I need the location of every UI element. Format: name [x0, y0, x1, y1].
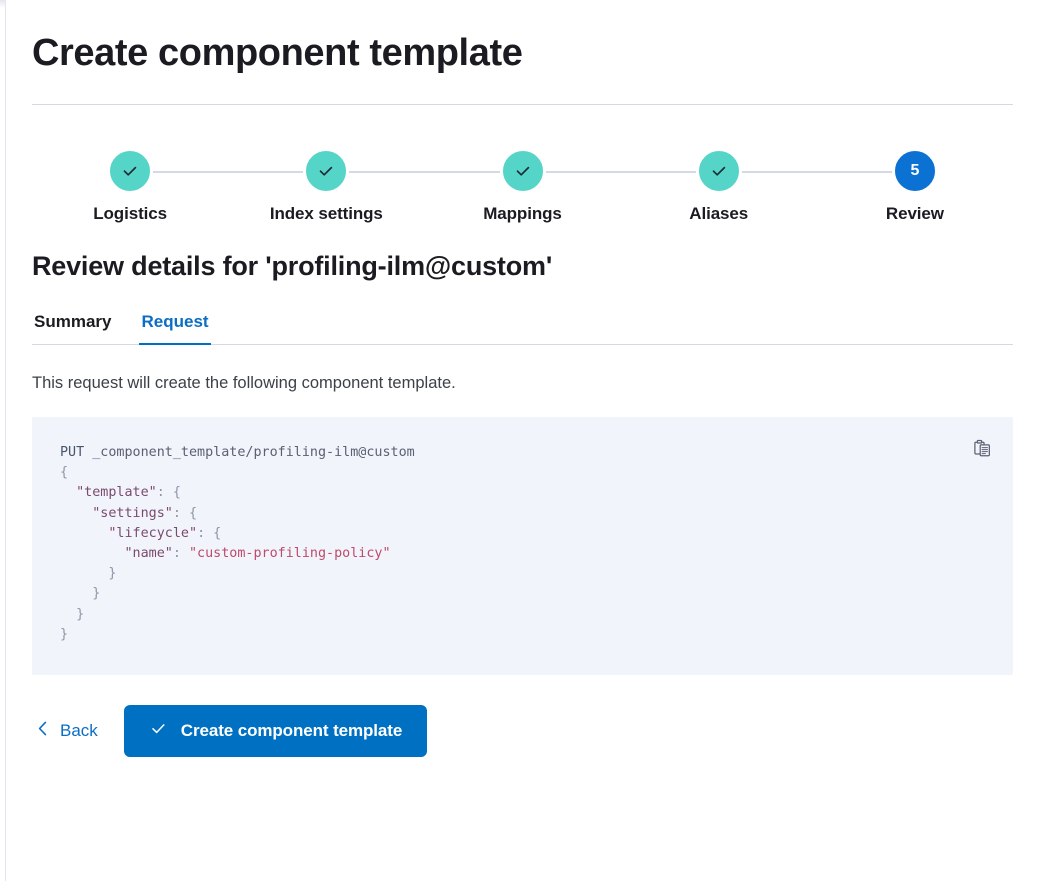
step-label: Mappings [483, 204, 562, 223]
wizard-step-logistics[interactable]: Logistics [32, 148, 229, 224]
code-http-method: PUT [60, 445, 85, 460]
step-circle-complete[interactable] [499, 148, 546, 194]
step-label: Index settings [269, 204, 383, 223]
step-label: Logistics [93, 204, 167, 223]
step-connector-left [620, 171, 719, 173]
clipboard-icon [973, 439, 992, 461]
header-divider [32, 104, 1013, 105]
check-icon [149, 719, 168, 743]
step-circle-current[interactable]: 5 [891, 148, 938, 194]
wizard-step-aliases[interactable]: Aliases [620, 148, 817, 224]
request-description: This request will create the following c… [32, 374, 456, 392]
review-heading: Review details for 'profiling-ilm@custom… [32, 251, 553, 281]
review-tabs: Summary Request [32, 308, 1013, 345]
step-connector-left [816, 171, 915, 173]
check-icon [316, 161, 336, 181]
code-key-name: "name" [124, 546, 173, 562]
back-button-label: Back [60, 721, 98, 741]
step-circle-complete[interactable] [695, 148, 742, 194]
code-request-path: _component_template/profiling-ilm@custom [92, 445, 415, 460]
step-connector-right [326, 171, 425, 173]
tab-summary[interactable]: Summary [32, 308, 113, 345]
step-label: Review [885, 204, 944, 223]
code-key-lifecycle: "lifecycle" [108, 525, 198, 541]
check-icon [709, 161, 729, 181]
step-circle-complete[interactable] [107, 148, 154, 194]
copy-to-clipboard-button[interactable] [967, 435, 997, 465]
chevron-left-icon [36, 720, 50, 742]
step-label: Aliases [689, 204, 749, 223]
step-circle-complete[interactable] [303, 148, 350, 194]
request-code-panel: PUT _component_template/profiling-ilm@cu… [32, 417, 1013, 676]
step-connector-right [130, 171, 229, 173]
code-value-policy: "custom-profiling-policy" [189, 546, 391, 562]
wizard-step-mappings[interactable]: Mappings [424, 148, 621, 224]
create-component-template-button[interactable]: Create component template [123, 705, 428, 758]
code-key-template: "template" [76, 485, 157, 501]
wizard-step-review[interactable]: 5 Review [816, 148, 1013, 224]
step-number: 5 [910, 162, 920, 179]
step-connector-right [522, 171, 621, 173]
back-button[interactable]: Back [32, 714, 102, 748]
create-component-template-label: Create component template [180, 721, 403, 741]
step-connector-right [718, 171, 817, 173]
tab-request[interactable]: Request [139, 308, 211, 345]
left-border-rule [5, 0, 6, 881]
step-connector-left [424, 171, 523, 173]
request-code-block: PUT _component_template/profiling-ilm@cu… [60, 445, 415, 642]
code-key-settings: "settings" [92, 505, 173, 521]
page-title: Create component template [32, 32, 523, 74]
wizard-steps: Logistics Index settings [32, 148, 1013, 226]
wizard-step-index-settings[interactable]: Index settings [228, 148, 425, 224]
check-icon [513, 161, 533, 181]
check-icon [120, 161, 140, 181]
footer-actions: Back Create component template [32, 705, 1013, 758]
step-connector-left [228, 171, 327, 173]
page-container: Create component template Logistics [6, 0, 1040, 881]
